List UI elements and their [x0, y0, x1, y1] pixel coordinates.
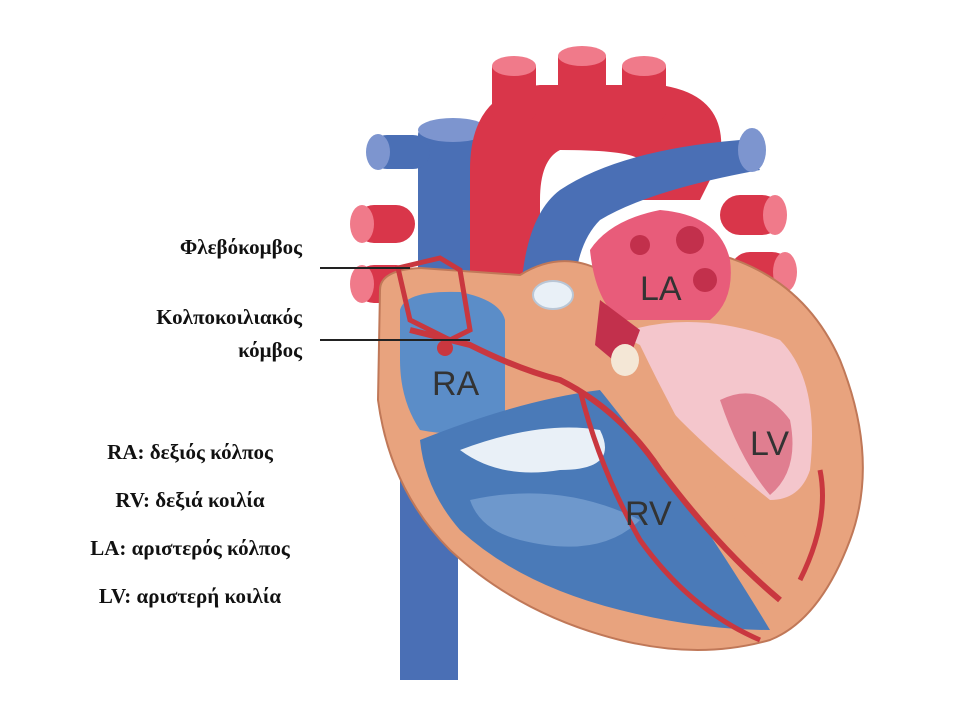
right-bundle-branch	[577, 389, 761, 643]
av-node-label-line1: Κολποκοιλιακός	[156, 305, 302, 329]
left-bundle-branch	[797, 469, 825, 582]
aortic-valve	[611, 344, 639, 376]
legend-la: LA: αριστερός κόλπος	[90, 536, 290, 560]
legend-ra: RA: δεξιός κόλπος	[107, 440, 273, 464]
chamber-label-lv: LV	[750, 425, 789, 463]
chamber-label-rv: RV	[625, 495, 672, 533]
sa-node-path	[395, 255, 473, 343]
av-node-label-line2: κόμβος	[238, 338, 302, 362]
av-node	[437, 340, 453, 356]
bundle-of-his	[409, 327, 782, 603]
right-atrium	[400, 291, 505, 434]
septum	[590, 320, 780, 600]
pulmonary-valve	[532, 280, 574, 310]
sa-node-label: Φλεβόκομβος	[179, 235, 302, 259]
chamber-label-ra: RA	[432, 365, 480, 403]
chamber-label-la: LA	[640, 270, 682, 308]
pulmonary-trunk	[520, 140, 760, 320]
legend-rv: RV: δεξιά κοιλία	[115, 488, 265, 512]
legend-lv: LV: αριστερή κοιλία	[98, 584, 282, 608]
